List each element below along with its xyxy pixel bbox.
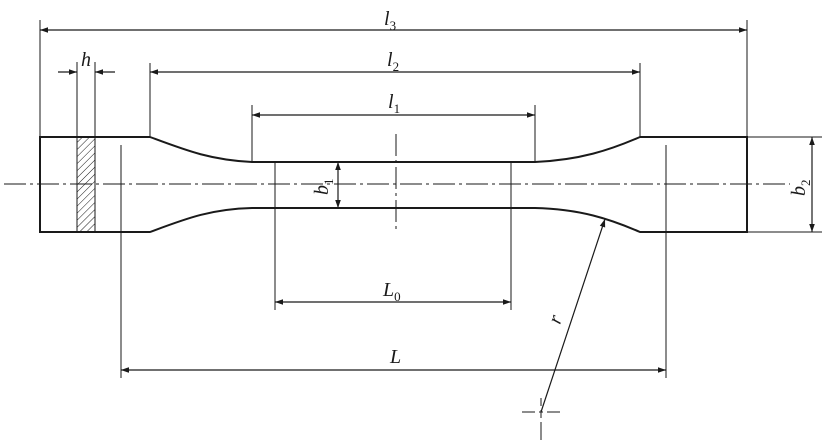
label-l2: l2 [387,49,399,74]
label-L0: L0 [382,279,401,304]
label-l1: l1 [388,91,400,116]
label-b1: b1 [311,179,336,196]
dim-line-r [540,218,606,413]
label-b2: b2 [788,180,813,197]
label-h: h [81,49,91,71]
radius-center-mark [522,398,560,440]
label-r: r [544,312,567,326]
label-l3: l3 [384,8,396,33]
label-L: L [389,346,401,368]
